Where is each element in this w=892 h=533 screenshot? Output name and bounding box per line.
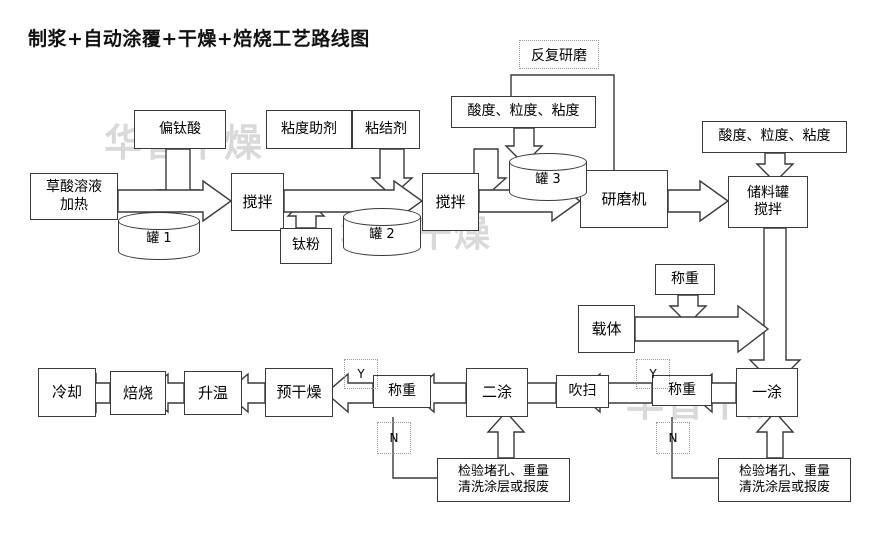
decision-label-no-right: N (656, 422, 690, 454)
tank-top (343, 208, 421, 226)
node-label: 酸度、粒度、粘度 (718, 128, 831, 145)
page-title: 制浆+自动涂覆+干燥+焙烧工艺路线图 (28, 28, 370, 50)
node-stir-2[interactable]: 搅拌 (422, 173, 479, 231)
node-label: 二涂 (481, 383, 512, 402)
node-label: 焙烧 (122, 383, 153, 402)
node-stir-1[interactable]: 搅拌 (231, 173, 284, 231)
node-label: 载体 (591, 319, 622, 338)
node-label: 钛粉 (292, 237, 320, 254)
node-grinder[interactable]: 研磨机 (580, 170, 668, 228)
node-label: 酸度、粒度、粘度 (467, 103, 580, 120)
node-quality-check-2[interactable]: 酸度、粒度、粘度 (702, 121, 847, 153)
node-cooling[interactable]: 冷却 (38, 368, 96, 417)
node-calcination[interactable]: 焙烧 (110, 371, 166, 415)
node-tank-1[interactable]: 罐 1 (118, 212, 200, 260)
node-label-line2: 加热 (60, 196, 88, 213)
node-inspection-left[interactable]: 检验堵孔、重量 清洗涂层或报废 (437, 458, 570, 502)
node-carrier[interactable]: 载体 (578, 305, 635, 353)
node-oxalic-acid-heating[interactable]: 草酸溶液 加热 (30, 173, 118, 220)
node-first-coating[interactable]: 一涂 (736, 368, 798, 417)
node-label: 罐 1 (146, 230, 172, 246)
node-label: 预干燥 (276, 383, 322, 402)
node-inspection-right[interactable]: 检验堵孔、重量 清洗涂层或报废 (718, 458, 851, 502)
node-tank-2[interactable]: 罐 2 (343, 208, 421, 256)
node-label: 反复研磨 (531, 47, 587, 64)
node-label: 称重 (388, 382, 416, 399)
node-heating-up[interactable]: 升温 (184, 371, 242, 415)
node-label-line1: 草酸溶液 (46, 179, 102, 196)
node-label: 吹扫 (568, 382, 597, 399)
decision-label-yes-right: Y (636, 359, 670, 389)
node-label-line1: 储料罐 (747, 184, 789, 201)
node-titanium-powder[interactable]: 钛粉 (280, 228, 332, 264)
tank-top (118, 212, 200, 230)
node-binder[interactable]: 粘结剂 (352, 110, 420, 149)
node-label: 粘度助剂 (281, 120, 337, 137)
node-blow-clean[interactable]: 吹扫 (556, 375, 609, 408)
node-weigh-2[interactable]: 称重 (373, 375, 431, 408)
node-quality-check-1[interactable]: 酸度、粒度、粘度 (451, 96, 596, 128)
node-metatitanic-acid[interactable]: 偏钛酸 (134, 110, 226, 149)
node-label-line2: 搅拌 (754, 202, 782, 218)
decision-label-yes-left: Y (344, 359, 378, 389)
node-label: 研磨机 (601, 189, 647, 208)
node-viscosity-aid[interactable]: 粘度助剂 (266, 110, 352, 149)
decision-yes-text: Y (357, 367, 365, 381)
node-label-line2: 清洗涂层或报废 (457, 480, 549, 495)
decision-no-text: N (668, 431, 678, 445)
node-label: 称重 (671, 270, 699, 287)
node-label: 冷却 (51, 383, 82, 402)
node-label: 偏钛酸 (159, 120, 201, 137)
decision-yes-text: Y (649, 367, 657, 381)
node-tank-3[interactable]: 罐 3 (509, 153, 587, 201)
tank-top (509, 153, 587, 171)
node-label: 称重 (668, 381, 696, 398)
node-label: 罐 2 (369, 226, 395, 242)
node-label: 搅拌 (242, 192, 273, 211)
decision-no-text: N (389, 431, 399, 445)
node-label-line1: 检验堵孔、重量 (738, 464, 830, 480)
node-label: 粘结剂 (365, 120, 407, 137)
node-label-line2: 清洗涂层或报废 (738, 480, 830, 495)
node-label: 搅拌 (435, 192, 466, 211)
node-pre-drying[interactable]: 预干燥 (265, 368, 333, 417)
node-label: 一涂 (751, 383, 782, 402)
node-repeat-grinding[interactable]: 反复研磨 (519, 40, 599, 69)
node-weigh-1[interactable]: 称重 (652, 375, 712, 406)
node-label: 罐 3 (535, 171, 561, 187)
node-label-line1: 检验堵孔、重量 (457, 464, 549, 480)
node-weigh-carrier[interactable]: 称重 (655, 264, 715, 295)
decision-label-no-left: N (377, 422, 411, 454)
node-second-coating[interactable]: 二涂 (466, 368, 528, 417)
node-label: 升温 (197, 383, 228, 402)
node-storage-tank-stirring[interactable]: 储料罐 搅拌 (728, 176, 808, 228)
